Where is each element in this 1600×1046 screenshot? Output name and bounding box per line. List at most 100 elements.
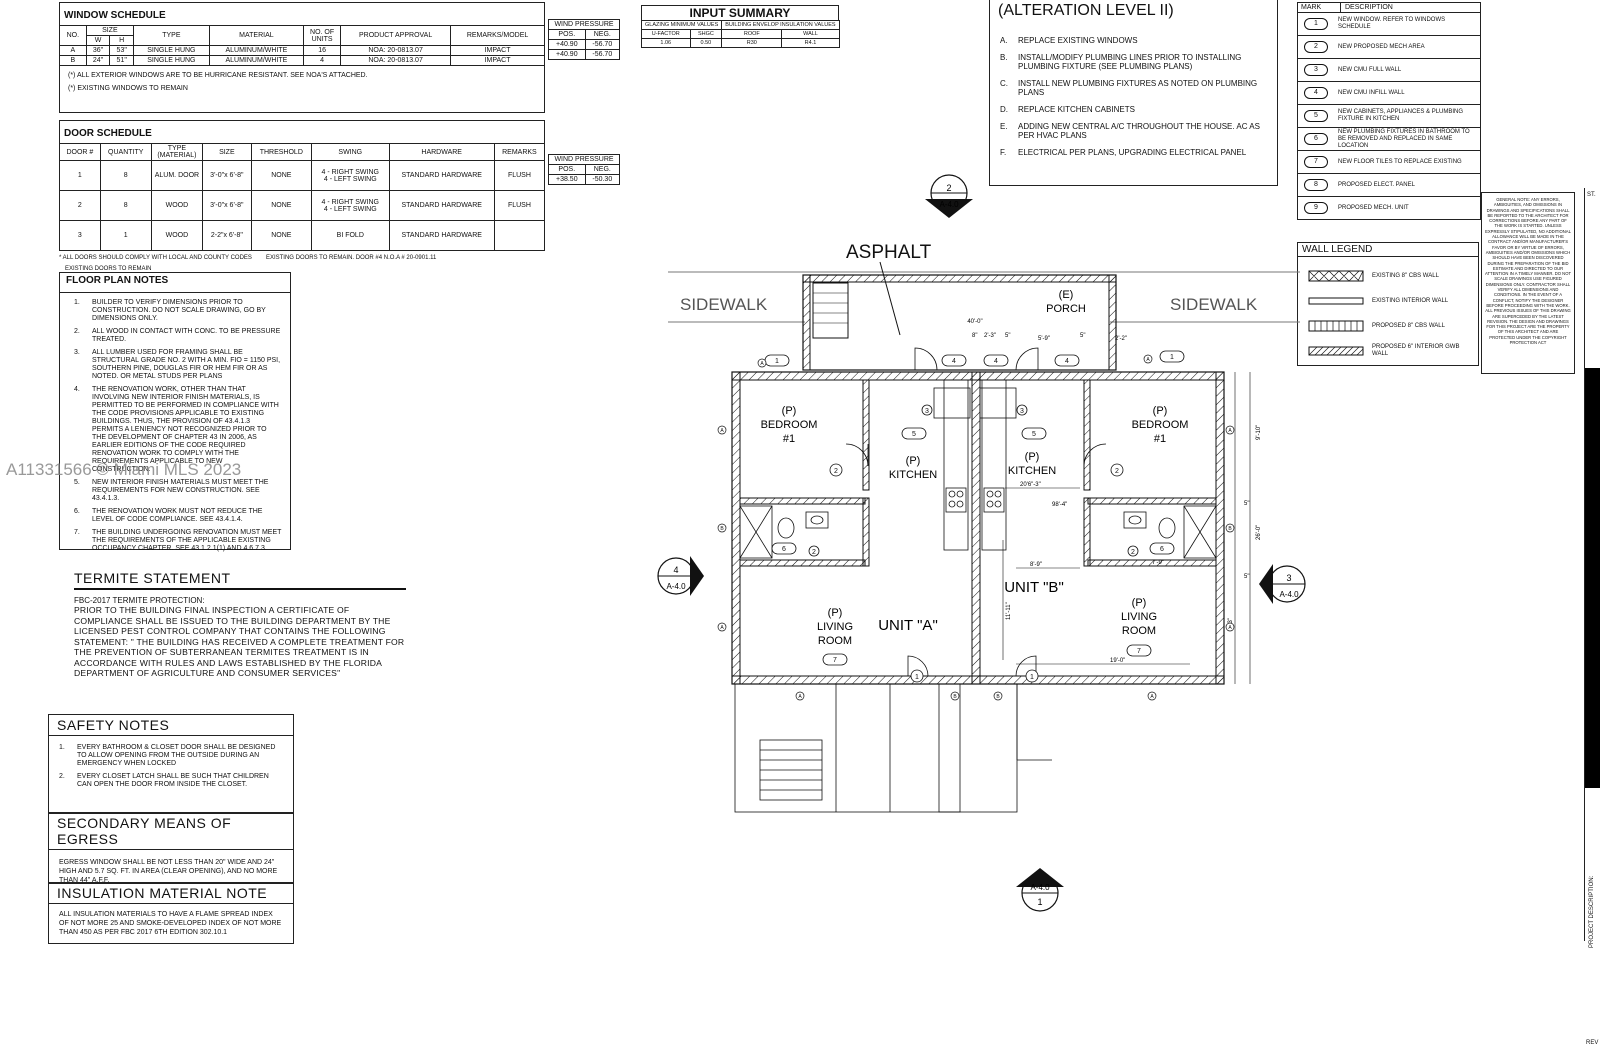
cell: WOOD (150, 220, 204, 251)
front-steps (734, 683, 1052, 813)
floor-plan-notes: FLOOR PLAN NOTES 1.BUILDER TO VERIFY DIM… (59, 272, 291, 553)
table-row: A 36" 53" SINGLE HUNG ALUMINUM/WHITE 16 … (59, 45, 545, 56)
mark-tag: 6 (1304, 133, 1328, 145)
door-mark: 2 (59, 190, 101, 221)
window-wind-pressure: WIND PRESSURE POS.NEG. +40.90-56.70 +40.… (548, 19, 621, 60)
note-text: INSTALL NEW PLUMBING FIXTURES AS NOTED O… (1018, 79, 1258, 97)
sidewalk-right-label: SIDEWALK (1170, 295, 1258, 314)
asphalt-label: ASPHALT (846, 242, 932, 263)
col-remarks: REMARKS (493, 143, 546, 161)
cell: 0.50 (689, 38, 723, 48)
room-label: LIVING (817, 621, 853, 633)
mark-tag: 7 (822, 653, 848, 666)
swing-line: 4 - LEFT SWING (323, 175, 377, 183)
mark-tag: 1 (1025, 669, 1039, 683)
mark-tag: 4 (1054, 354, 1080, 367)
site-lines (668, 271, 1300, 323)
mark-tag: 6 (1149, 542, 1175, 555)
dim-label: 5" (1244, 501, 1249, 507)
svg-text:1: 1 (1030, 674, 1034, 681)
svg-text:5: 5 (1032, 431, 1036, 438)
mark-tag: 2 (829, 463, 843, 477)
note-text: NEW INTERIOR FINISH MATERIALS MUST MEET … (92, 479, 269, 502)
legend-label: PROPOSED 8" CBS WALL (1372, 322, 1445, 329)
svg-text:6: 6 (1160, 546, 1164, 553)
door-note-3: EXISTING DOORS TO REMAIN (65, 266, 152, 272)
svg-text:3: 3 (925, 408, 929, 415)
swing-line: 4 - LEFT SWING (323, 205, 377, 213)
wind-pressure-label: WIND PRESSURE (548, 154, 620, 165)
room-labels: (P) BEDROOM #1 (P) BEDROOM #1 (P) KITCHE… (761, 405, 1189, 647)
cell: 8 (99, 190, 152, 221)
mark-tag: 5 (1304, 110, 1328, 122)
dim-label: 19'-0" (1110, 658, 1125, 664)
note-num: 1. (74, 299, 80, 306)
cell: STANDARD HARDWARE (388, 190, 495, 221)
list-item: 7.THE BUILDING UNDERGOING RENOVATION MUS… (74, 529, 282, 553)
cell: 1.06 (641, 38, 691, 48)
col-qty: QUANTITY (99, 143, 152, 161)
cell: 3'-0"x 6'-8" (202, 190, 252, 221)
window-tag: A (757, 358, 767, 368)
note-num: 7. (74, 529, 80, 536)
dim-label: 98'-4" (1052, 502, 1067, 508)
col-description: DESCRIPTION (1345, 4, 1393, 11)
list-item: 1.EVERY BATHROOM & CLOSET DOOR SHALL BE … (59, 744, 285, 768)
door-swings (845, 347, 1107, 677)
cell: 16 (303, 45, 342, 56)
window-tag: A (717, 425, 727, 435)
cell: 3'-0"x 6'-8" (202, 160, 252, 191)
cell: NONE (250, 190, 313, 221)
legend-label: EXISTING 8" CBS WALL (1372, 272, 1439, 279)
table-row: 2 8 WOOD 3'-0"x 6'-8" NONE 4 - RIGHT SWI… (59, 190, 546, 221)
swing-line: 4 - RIGHT SWING (321, 168, 379, 176)
cell: FLUSH (493, 160, 546, 191)
svg-text:B: B (996, 694, 1000, 700)
mark-tag: 3 (1016, 404, 1028, 416)
mark-tag: 2 (808, 545, 820, 557)
legend-item: EXISTING 8" CBS WALL (1308, 263, 1478, 288)
cell (493, 220, 546, 251)
list-item: B.INSTALL/MODIFY PLUMBING LINES PRIOR TO… (1000, 53, 1267, 71)
section-marker-left: 4 A-4.0 (657, 556, 704, 596)
dim-label: 9'-10" (1256, 425, 1262, 440)
list-item: 4.THE RENOVATION WORK, OTHER THAN THAT I… (74, 386, 282, 474)
svg-text:A: A (720, 428, 724, 434)
note-text: REPLACE EXISTING WINDOWS (1018, 36, 1138, 45)
svg-text:7: 7 (1137, 648, 1141, 655)
note-text: ALL LUMBER USED FOR FRAMING SHALL BE STR… (92, 349, 281, 380)
unit-b-label: UNIT "B" (1004, 579, 1064, 596)
cell: 4 (303, 55, 342, 66)
note-text: BUILDER TO VERIFY DIMENSIONS PRIOR TO CO… (92, 299, 266, 322)
room-label: LIVING (1121, 611, 1157, 623)
dim-label: 2'-2" (1115, 336, 1127, 342)
col-material: MATERIAL (208, 25, 305, 46)
col-type: TYPE (133, 25, 210, 46)
project-description-label: PROJECT DESCRIPTION: (1589, 875, 1595, 948)
mark-tag: 4 (1304, 87, 1328, 99)
mark-tag: 1 (764, 354, 790, 367)
room-label: (P) (782, 405, 797, 417)
cell: +40.90 (548, 39, 586, 50)
col-label: WALL (781, 29, 840, 39)
col-mark: MARK (1298, 3, 1341, 12)
mark-description: NEW WINDOW. REFER TO WINDOWS SCHEDULE (1338, 17, 1446, 30)
mark-tag: 5 (1021, 427, 1047, 440)
section-num: 3 (1286, 573, 1291, 583)
neg-label: NEG. (584, 164, 621, 175)
proposed-cbs-swatch (1308, 320, 1364, 331)
room-label: (P) (1132, 597, 1147, 609)
egress-notes: SECONDARY MEANS OF EGRESS EGRESS WINDOW … (48, 812, 294, 884)
table-row: 3 1 WOOD 2-2"x 6'-8" NONE BI FOLD STANDA… (59, 220, 546, 251)
cell: SINGLE HUNG (133, 45, 210, 56)
svg-text:A: A (1228, 625, 1232, 631)
svg-text:A: A (720, 625, 724, 631)
termite-title: TERMITE STATEMENT (74, 570, 406, 590)
pos-label: POS. (548, 164, 586, 175)
